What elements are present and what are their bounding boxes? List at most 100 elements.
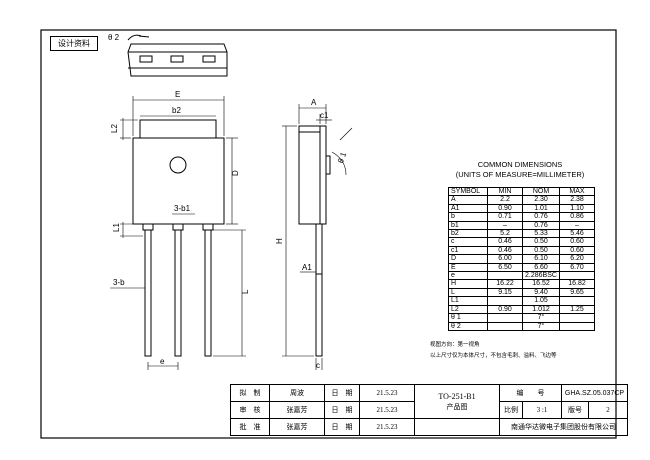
- dimensions-cell: L2: [448, 304, 488, 315]
- dimensions-cell: –: [559, 220, 595, 231]
- dimensions-cell: 0.46: [487, 245, 523, 256]
- label-E: E: [175, 90, 180, 99]
- label-c: c: [316, 361, 320, 370]
- dimensions-cell: MAX: [559, 186, 595, 197]
- tb-company: 南通华达微电子集团股份有限公司: [499, 418, 628, 436]
- label-theta2: θ 2: [108, 33, 120, 42]
- dimensions-cell: [559, 313, 595, 323]
- dimensions-cell: 7°: [522, 321, 560, 331]
- dimensions-cell: c1: [448, 245, 488, 256]
- tb-scale: 3 :1: [522, 401, 562, 419]
- tb-rev-label: 版号: [561, 401, 589, 419]
- dimensions-cell: 0.60: [559, 237, 595, 247]
- side-dimensions: [282, 104, 353, 370]
- label-H: H: [275, 238, 284, 244]
- dimensions-cell: [487, 321, 523, 331]
- dimensions-cell: 0.46: [487, 237, 523, 247]
- dimensions-cell: 1.01: [522, 203, 560, 214]
- tb-blank: [414, 418, 500, 436]
- label-D: D: [231, 170, 240, 176]
- dimensions-cell: MIN: [487, 186, 523, 197]
- dimensions-cell: [487, 271, 523, 281]
- tb-drafted-label: 拟 制: [230, 384, 270, 402]
- dimensions-cell: SYMBOL: [448, 186, 488, 197]
- dimensions-cell: L1: [448, 296, 488, 306]
- dimensions-cell: e: [448, 271, 488, 281]
- label-3b1: 3-b1: [174, 204, 191, 213]
- dimensions-cell: D: [448, 254, 488, 264]
- dimensions-cell: 9.15: [487, 287, 523, 298]
- design-data-tag: 设计资料: [50, 36, 98, 51]
- sheet-border: [40, 29, 617, 439]
- dimensions-title-line2: (UNITS OF MEASURE=MILLIMETER): [455, 170, 585, 179]
- tb-reviewed-date: 21.5.23: [359, 401, 415, 419]
- dimensions-cell: b: [448, 212, 488, 222]
- tb-drafted-date-label: 日 期: [324, 384, 360, 402]
- dimensions-row: θ 2 7°: [448, 321, 595, 331]
- dimensions-cell: 6.20: [559, 254, 595, 264]
- tb-scale-label: 比例: [499, 401, 523, 419]
- tb-reviewed-label: 审 核: [230, 401, 270, 419]
- dimensions-cell: θ 1: [448, 313, 488, 323]
- tb-package-name: TO-251-B1: [438, 391, 476, 401]
- dimensions-cell: 0.90: [487, 203, 523, 214]
- dimensions-cell: [487, 296, 523, 306]
- dimensions-cell: 0.86: [559, 212, 595, 222]
- side-view: [298, 125, 331, 357]
- note-view-direction: 视图方向：第一视角: [430, 342, 480, 348]
- top-view: [127, 34, 228, 77]
- dimensions-cell: 5.33: [522, 229, 560, 239]
- dimensions-cell: 6.70: [559, 262, 595, 273]
- label-L: L: [241, 289, 250, 294]
- dimensions-cell: [559, 296, 595, 306]
- front-dimensions: [110, 96, 246, 370]
- dimensions-cell: 1.10: [559, 203, 595, 214]
- dimensions-row: b1–0.76–: [448, 220, 595, 231]
- label-A1: A1: [302, 263, 312, 272]
- dimensions-cell: b2: [448, 229, 488, 239]
- dimensions-cell: 16.52: [522, 279, 560, 289]
- tb-code-label: 编 号: [499, 384, 562, 402]
- dimensions-cell: 2.2: [487, 195, 523, 205]
- tb-code: GHA.SZ.05.037CP: [561, 384, 628, 402]
- dimensions-cell: 0.76: [522, 220, 560, 231]
- note-tolerance: 以上尺寸仅为本体尺寸，不包含毛刺、溢料、飞边等: [430, 353, 557, 359]
- label-c1: c1: [320, 111, 329, 120]
- label-3b: 3-b: [113, 278, 125, 287]
- tb-drafted-date: 21.5.23: [359, 384, 415, 402]
- label-theta1: θ 1: [336, 150, 348, 164]
- dimensions-cell: 5.2: [487, 229, 523, 239]
- dimensions-cell: b1: [448, 220, 488, 231]
- dimensions-cell: 0.76: [522, 212, 560, 222]
- dimensions-cell: θ 2: [448, 321, 488, 331]
- label-b2: b2: [172, 106, 181, 115]
- dimensions-cell: 0.71: [487, 212, 523, 222]
- dimensions-cell: E: [448, 262, 488, 273]
- dimensions-cell: L: [448, 287, 488, 298]
- label-e: e: [160, 357, 165, 366]
- dimensions-cell: NOM: [522, 186, 560, 197]
- dimensions-cell: 2.30: [522, 195, 560, 205]
- tb-drafted-name: 周波: [269, 384, 325, 402]
- dimensions-cell: 6.00: [487, 254, 523, 264]
- tb-approved-date-label: 日 期: [324, 418, 360, 436]
- dimensions-cell: 16.82: [559, 279, 595, 289]
- tb-approved-label: 批 准: [230, 418, 270, 436]
- tb-reviewed-name: 张嘉芳: [269, 401, 325, 419]
- tb-approved-date: 21.5.23: [359, 418, 415, 436]
- dimensions-cell: 5.46: [559, 229, 595, 239]
- tb-reviewed-date-label: 日 期: [324, 401, 360, 419]
